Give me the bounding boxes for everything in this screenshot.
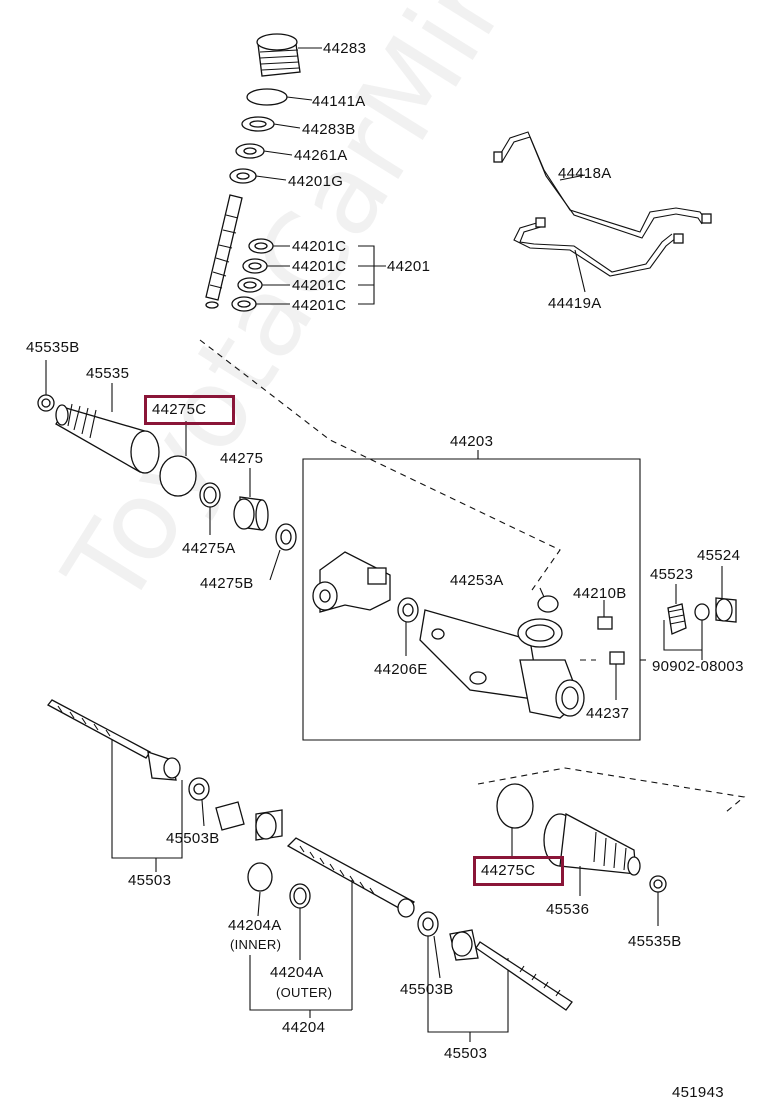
label-44275c-top: 44275C	[152, 401, 207, 418]
label-44204a-inner: 44204A	[228, 917, 282, 934]
tie-rod-end-left	[47, 699, 181, 781]
label-44419a: 44419A	[548, 295, 602, 312]
highlight-44275c-bottom	[473, 856, 564, 886]
union-44237	[609, 651, 625, 665]
label-90902-08003: 90902-08003	[652, 658, 744, 675]
label-45503-right: 45503	[444, 1045, 488, 1062]
snap-ring-44275a	[199, 482, 221, 508]
label-44237: 44237	[586, 705, 630, 722]
label-44206e: 44206E	[374, 661, 428, 678]
union-44210b	[597, 616, 613, 630]
nut-44261a	[235, 143, 265, 159]
label-44283: 44283	[323, 40, 367, 57]
gear-45523	[667, 603, 687, 635]
clamp-45503b-left	[188, 777, 210, 801]
label-45503b-right: 45503B	[400, 981, 454, 998]
pressure-tubes	[493, 131, 712, 277]
seal-44201g	[229, 168, 257, 184]
label-44253a: 44253A	[450, 572, 504, 589]
seal-44275b	[275, 523, 297, 551]
label-44201c-1: 44201C	[292, 238, 347, 255]
rack-bushing-44275	[233, 496, 269, 531]
cap-44253a	[537, 595, 559, 613]
seal-44206e	[397, 597, 419, 623]
ring-44275c-bottom	[496, 783, 534, 829]
label-45503b-left: 45503B	[166, 830, 220, 847]
label-44203: 44203	[450, 433, 494, 450]
clamp-45535b-right	[649, 875, 667, 893]
label-44275: 44275	[220, 450, 264, 467]
label-44201c-4: 44201C	[292, 297, 347, 314]
label-44275c-bottom: 44275C	[481, 862, 536, 879]
cap-45524	[715, 597, 737, 623]
pinion-shaft	[205, 194, 243, 309]
label-45524: 45524	[697, 547, 741, 564]
o-ring-44141a	[246, 88, 288, 106]
ring-44275c-top	[159, 455, 197, 497]
rings-44201c	[231, 238, 274, 312]
ring-44204a-outer	[289, 883, 311, 909]
label-44418a: 44418A	[558, 165, 612, 182]
diagram-number: 451943	[672, 1084, 724, 1101]
label-outer: (OUTER)	[276, 985, 333, 1000]
label-44201g: 44201G	[288, 173, 344, 190]
rack-housing	[312, 551, 585, 719]
washer	[694, 603, 710, 621]
label-44201c-3: 44201C	[292, 277, 347, 294]
label-inner: (INNER)	[230, 937, 282, 952]
label-45523: 45523	[650, 566, 694, 583]
label-44204a-outer: 44204A	[270, 964, 324, 981]
label-45535: 45535	[86, 365, 130, 382]
label-45536: 45536	[546, 901, 590, 918]
boot-45536	[543, 812, 641, 876]
label-45535b-bottom: 45535B	[628, 933, 682, 950]
tie-rod-end-right	[449, 929, 573, 1011]
washer-44283b	[241, 116, 275, 132]
label-44201: 44201	[387, 258, 431, 275]
label-44283b: 44283B	[302, 121, 356, 138]
label-44275a: 44275A	[182, 540, 236, 557]
label-44141a: 44141A	[312, 93, 366, 110]
ring-44204a-inner	[247, 862, 273, 892]
clamp-45503b-right	[417, 911, 439, 937]
inner-ball-joint	[215, 801, 283, 841]
label-44275b: 44275B	[200, 575, 254, 592]
label-45503-left: 45503	[128, 872, 172, 889]
clamp-45535b-left	[37, 394, 55, 412]
label-45535b-top: 45535B	[26, 339, 80, 356]
label-44210b: 44210B	[573, 585, 627, 602]
rack-bar	[286, 837, 415, 918]
highlight-44275c-top	[144, 395, 235, 425]
boot-45535	[55, 403, 160, 474]
label-44204: 44204	[282, 1019, 326, 1036]
label-44201c-2: 44201C	[292, 258, 347, 275]
dust-seal-44283	[256, 33, 301, 77]
label-44261a: 44261A	[294, 147, 348, 164]
